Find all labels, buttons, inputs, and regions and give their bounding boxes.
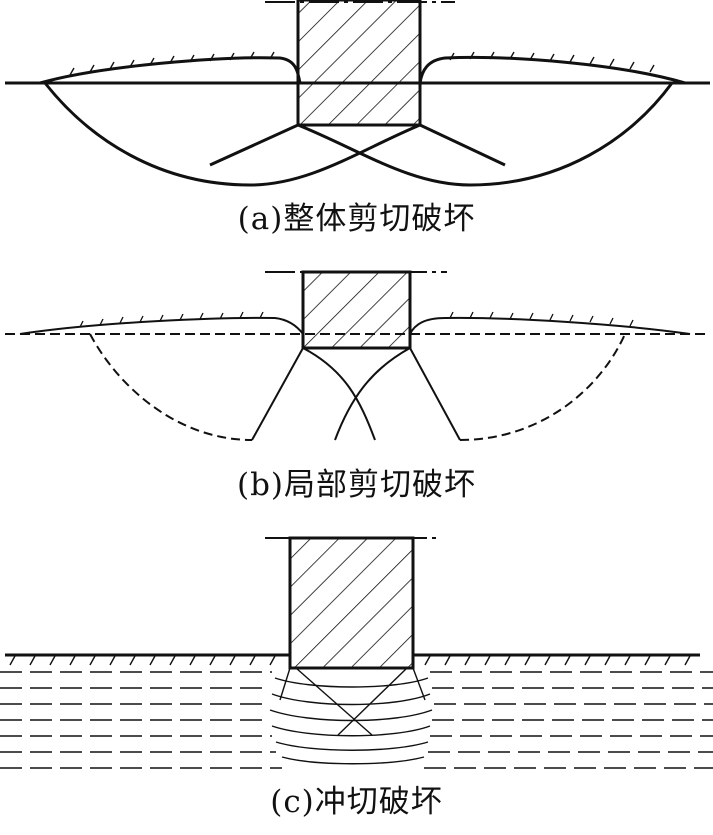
- heave-right-b: [409, 316, 691, 335]
- panel-b-local-shear: [5, 270, 710, 441]
- heave-right-a: [418, 55, 686, 85]
- foundation-b: [301, 270, 412, 350]
- heave-hatch-a: [69, 51, 655, 76]
- foundation-a: [296, 0, 422, 127]
- heave-left-b: [19, 316, 304, 335]
- surface-hatch-c: [9, 655, 691, 666]
- caption-local-shear: (b)局部剪切破坏: [236, 467, 477, 503]
- caption-punching-shear: (c)冲切破坏: [270, 784, 443, 820]
- panel-a-general-shear: [5, 0, 710, 187]
- shear-surfaces-b: [251, 347, 461, 441]
- heave-left-a: [39, 56, 302, 85]
- panel-c-punching-shear: [0, 536, 713, 769]
- caption-general-shear: (a)整体剪切破坏: [237, 201, 476, 237]
- soil-strata-c: [0, 671, 713, 769]
- compressed-zone-c: [269, 667, 433, 765]
- shear-surfaces-a: [43, 82, 674, 187]
- dashed-slip-surface-b: [89, 333, 626, 441]
- heave-hatch-b: [79, 311, 634, 328]
- foundation-c: [288, 536, 415, 670]
